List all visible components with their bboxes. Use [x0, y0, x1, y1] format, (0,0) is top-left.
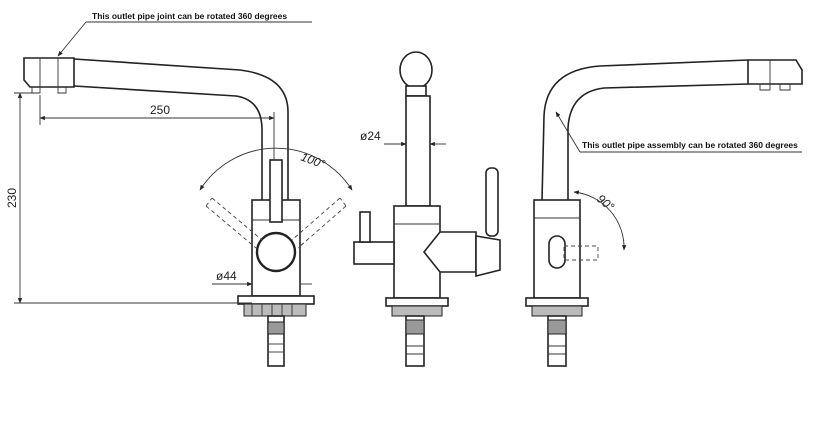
spout-pipe-right — [541, 59, 749, 201]
handle-hub-left — [255, 231, 297, 273]
spout-tip-right — [747, 59, 803, 85]
spout-pipe-left — [73, 58, 289, 200]
spout-diameter-label: ø24 — [360, 129, 381, 143]
height-dimension-label: 230 — [5, 188, 19, 208]
spout-head-front — [399, 51, 433, 89]
right-handle-front — [485, 167, 499, 237]
spout-pipe-front — [405, 95, 431, 207]
lever-angle-label: 90° — [594, 192, 617, 215]
joint-note-leader — [57, 21, 87, 57]
body-diameter-label: ø44 — [216, 269, 237, 283]
base-plate-front — [385, 297, 449, 307]
lever-angle-arc — [573, 190, 627, 251]
assembly-note-leader — [555, 111, 581, 153]
spout-tip-left — [23, 57, 75, 88]
handle-angle-label: 100° — [299, 150, 327, 172]
right-cartridge-front — [422, 231, 477, 273]
front-view: ø24 — [353, 51, 501, 367]
handle-side-right — [548, 235, 566, 269]
handle-angle-arc — [199, 147, 353, 191]
assembly-rotation-note: This outlet pipe assembly can be rotated… — [582, 140, 798, 150]
left-side-view: 250 230 ø44 100° This outlet pipe joint … — [5, 11, 353, 367]
base-plate-right — [525, 297, 589, 307]
reach-dimension-label: 250 — [150, 103, 170, 117]
joint-rotation-note: This outlet pipe joint can be rotated 36… — [92, 11, 287, 21]
right-side-view: 90° This outlet pipe assembly can be rot… — [525, 59, 803, 367]
left-lever-front — [353, 241, 395, 265]
